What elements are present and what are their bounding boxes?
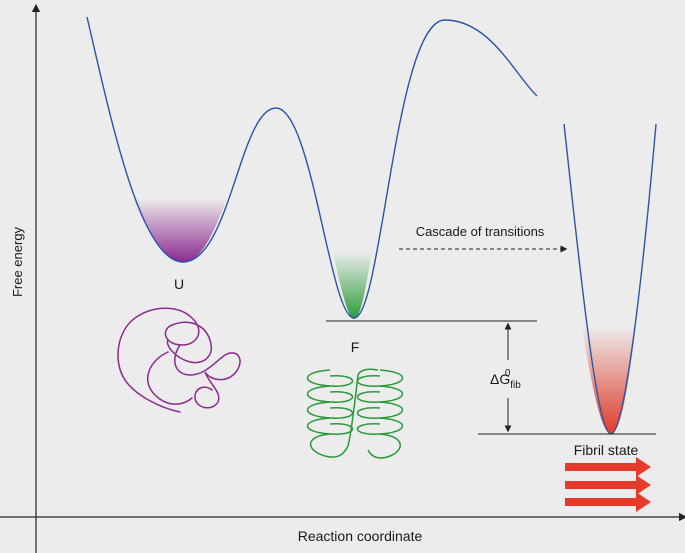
folded-label: F [351, 339, 360, 355]
x-axis-label: Reaction coordinate [298, 528, 423, 544]
cascade-label: Cascade of transitions [416, 224, 545, 239]
energy-curve-main [86, 16, 538, 319]
folded-well-fill [333, 252, 372, 319]
delta-g-sub: fib [510, 380, 521, 391]
unfolded-protein-icon [117, 307, 241, 413]
fibril-arrows-icon [565, 457, 651, 512]
unfolded-well-fill [133, 198, 227, 262]
delta-g-sup: 0 [505, 368, 511, 379]
fibril-well-fill [582, 326, 636, 434]
unfolded-label: U [174, 276, 184, 292]
delta-g-main: ΔG [490, 371, 510, 387]
fibril-label: Fibril state [574, 442, 639, 458]
y-axis-label: Free energy [10, 226, 25, 297]
folded-protein-icon [307, 368, 403, 459]
delta-g-label: ΔGfib0 [490, 368, 521, 391]
